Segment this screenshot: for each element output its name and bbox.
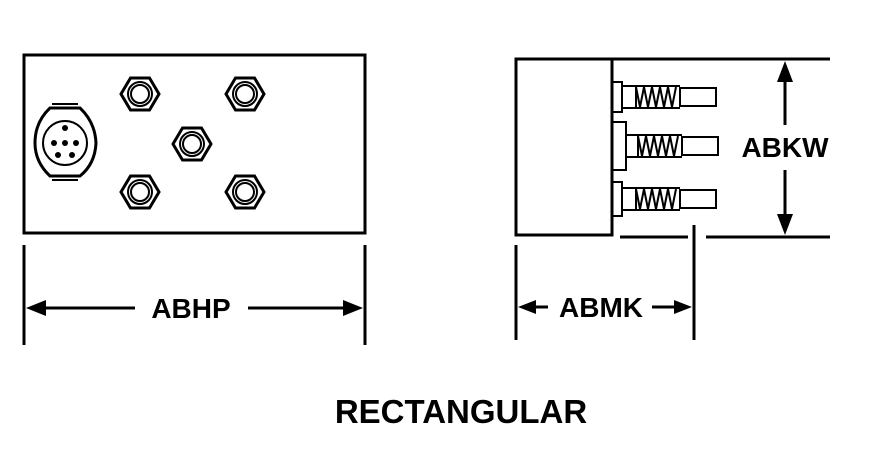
- diagram-caption: RECTANGULAR: [335, 393, 588, 430]
- front-body: [22, 53, 367, 235]
- side-view: ABKW ABMK: [514, 57, 830, 340]
- arrowhead-left: [26, 300, 46, 316]
- arrowhead-right: [343, 300, 363, 316]
- width-dimension-label: ABHP: [151, 293, 230, 324]
- hex-nut-icon: [171, 126, 213, 162]
- side-body: [514, 57, 614, 237]
- arrowhead-right: [674, 300, 692, 314]
- arrowhead-left: [518, 300, 536, 314]
- hex-nut-icon: [119, 76, 161, 112]
- width-dimension: ABHP: [22, 245, 367, 345]
- height-dimension: ABKW: [612, 57, 830, 239]
- threaded-terminal-icon: [625, 134, 719, 158]
- round-connector-icon: [33, 103, 98, 181]
- threaded-terminal-icon: [621, 85, 717, 109]
- arrowhead-up: [777, 61, 793, 82]
- front-view: ABHP: [22, 53, 367, 345]
- depth-dimension-label: ABMK: [559, 292, 643, 323]
- hex-nut-icon: [224, 76, 266, 112]
- mounting-flange: [611, 121, 627, 171]
- arrowhead-down: [777, 214, 793, 235]
- hex-nut-icon: [224, 174, 266, 210]
- height-dimension-label: ABKW: [741, 132, 829, 163]
- depth-dimension: ABMK: [514, 225, 696, 340]
- threaded-terminal-icon: [621, 187, 717, 211]
- hex-nut-icon: [119, 174, 161, 210]
